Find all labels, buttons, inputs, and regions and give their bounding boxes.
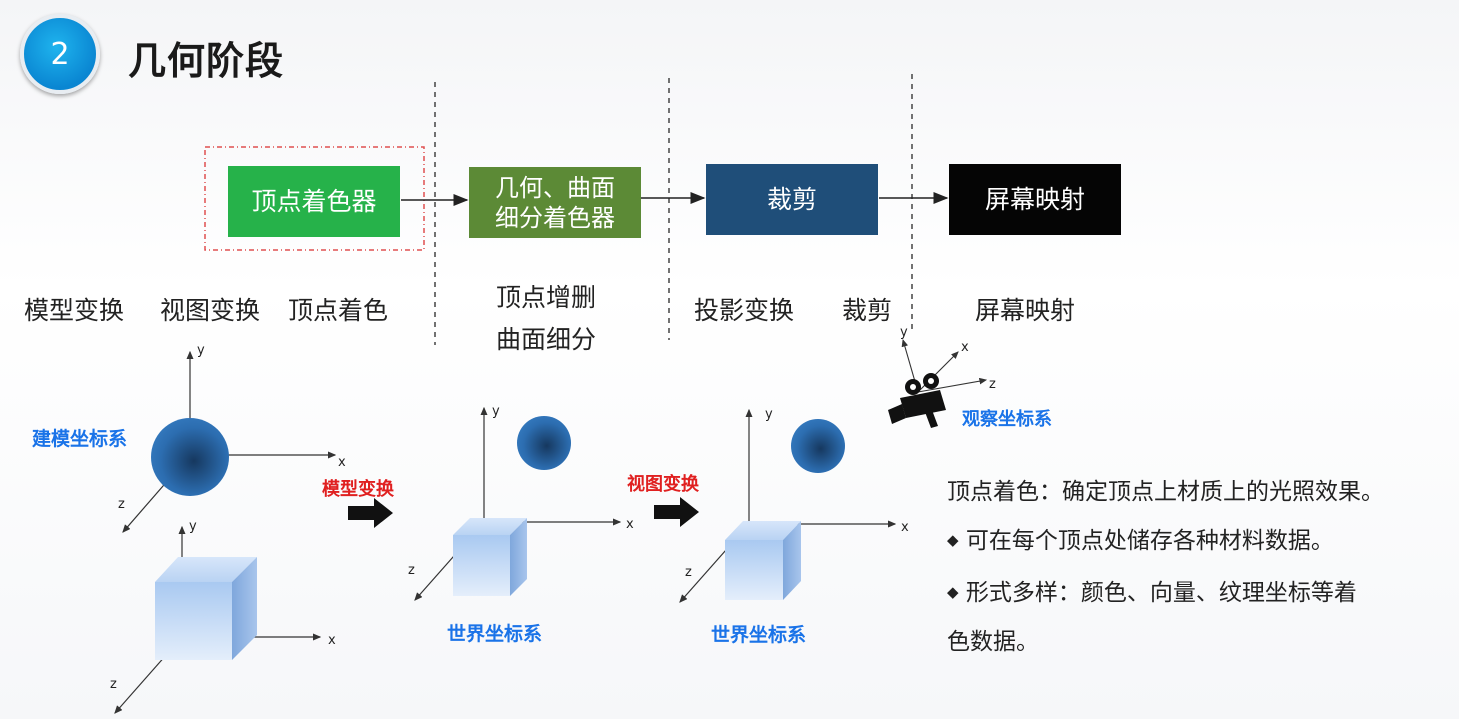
view-transform-arrow-icon: [654, 497, 699, 527]
step-view-transform: 视图变换: [160, 296, 261, 325]
axis-y-label: y: [765, 407, 773, 422]
world-coords-label-1: 世界坐标系: [447, 623, 543, 645]
axis-x-label: x: [901, 520, 909, 535]
step-vertex-shading: 顶点着色: [288, 296, 389, 325]
vertex-shader-label: 顶点着色器: [251, 186, 377, 216]
clipping-label: 裁剪: [766, 184, 817, 214]
axis-y-label: y: [189, 519, 197, 534]
vertex-shader-stage: 顶点着色器: [228, 166, 400, 237]
geometry-shader-label-line1: 几何、曲面: [495, 173, 615, 202]
bullet-item-2: ◆ 形式多样：颜色、向量、纹理坐标等着: [947, 573, 1357, 607]
axis-letters: y x z y x z y x z y x z y x z: [110, 325, 996, 692]
axis-x-label: x: [328, 633, 336, 648]
model-transform-arrow-icon: [348, 498, 393, 528]
step-model-transform: 模型变换: [24, 296, 125, 325]
step-clipping: 裁剪: [842, 296, 893, 325]
axis-y-label: y: [492, 404, 500, 419]
movie-camera-icon: [888, 373, 946, 428]
world-sphere-1: [517, 416, 571, 470]
axis-x-label: x: [626, 517, 634, 532]
pipeline-arrows: [401, 192, 949, 206]
vertex-stage-highlight-frame: [204, 146, 425, 251]
step-projection-transform: 投影变换: [694, 296, 795, 325]
bullet-item-2-text: 形式多样：颜色、向量、纹理坐标等着: [965, 580, 1357, 606]
modeling-sphere: [151, 418, 229, 496]
section-number-badge: 2: [20, 14, 100, 94]
modeling-cube: [155, 557, 257, 660]
world-coords-label-2: 世界坐标系: [711, 624, 807, 646]
modeling-coords-label: 建模坐标系: [32, 428, 128, 450]
axis-z-label: z: [110, 677, 117, 692]
geometry-shader-label-line2: 细分着色器: [495, 203, 615, 232]
step-surface-subdivision: 曲面细分: [496, 325, 597, 354]
step-vertex-add-delete: 顶点增删: [496, 283, 597, 312]
bullet-item-2-continuation: 色数据。: [947, 629, 1039, 655]
vertex-shading-description: 顶点着色：确定顶点上材质上的光照效果。: [947, 479, 1384, 505]
bullet-diamond-icon: ◆: [947, 583, 959, 601]
stage-separators: [434, 74, 913, 345]
page-title: 几何阶段: [128, 39, 285, 83]
view-transform-arrow-label: 视图变换: [627, 474, 699, 495]
axis-y-label: y: [197, 343, 205, 358]
world-cube-2: [725, 521, 801, 600]
camera-axis-z-label: z: [989, 377, 996, 392]
axis-z-label: z: [408, 563, 415, 578]
axis-z-label: z: [685, 565, 692, 580]
axis-z-label: z: [118, 497, 125, 512]
camera-axis-y-label: y: [900, 325, 908, 340]
camera-axis-x-label: x: [961, 340, 969, 355]
camera-coords-label: 观察坐标系: [962, 409, 1052, 430]
geometry-tessellation-shader-stage: 几何、曲面 细分着色器: [469, 167, 641, 238]
world-sphere-2: [791, 419, 845, 473]
clipping-stage: 裁剪: [706, 164, 878, 235]
screen-mapping-stage: 屏幕映射: [949, 164, 1121, 235]
step-screen-mapping: 屏幕映射: [975, 296, 1076, 325]
bullet-diamond-icon: ◆: [947, 531, 959, 549]
world-cube-1: [453, 518, 527, 596]
bullet-item-1: ◆ 可在每个顶点处储存各种材料数据。: [947, 521, 1334, 555]
bullet-item-1-text: 可在每个顶点处储存各种材料数据。: [965, 528, 1334, 554]
camera-z-axis-line: [917, 377, 988, 393]
screen-mapping-label: 屏幕映射: [984, 184, 1085, 214]
model-transform-arrow-label: 模型变换: [322, 479, 394, 500]
axis-x-label: x: [338, 455, 346, 470]
